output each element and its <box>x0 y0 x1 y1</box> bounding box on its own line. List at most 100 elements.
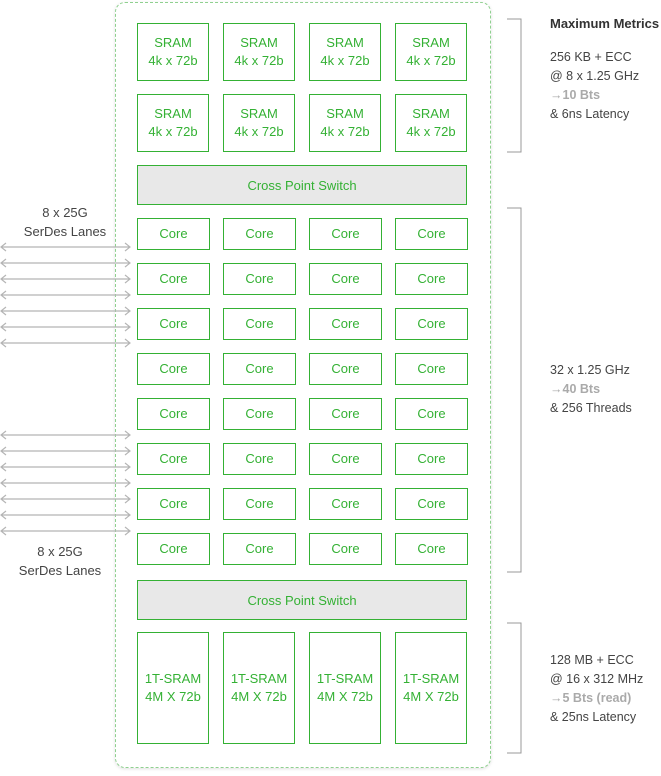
core-block: Core <box>223 443 296 475</box>
metrics-title: Maximum Metrics <box>550 16 660 31</box>
core-block-text-1: Core <box>159 541 188 556</box>
core-block: Core <box>395 218 468 250</box>
brackets <box>507 18 522 754</box>
core-block: Core <box>137 308 210 340</box>
sram-block-text-1: SRAM <box>326 106 364 121</box>
core-block-text-1: Core <box>159 451 188 466</box>
sram-block-text-2: 4k x 72b <box>234 124 284 139</box>
core-block: Core <box>395 443 468 475</box>
sram-block-text-1: SRAM <box>240 106 278 121</box>
bracket-cores <box>507 207 522 573</box>
serdes-lane-arrow <box>0 258 131 268</box>
tsram-block-text-2: 4M X 72b <box>231 689 287 704</box>
core-block-text-1: Core <box>159 226 188 241</box>
core-block-text-1: Core <box>417 361 446 376</box>
sram-block-text-1: SRAM <box>326 35 364 50</box>
core-block-text-1: Core <box>417 451 446 466</box>
core-block: Core <box>309 488 382 520</box>
serdes-lane-arrow <box>0 462 131 472</box>
bracket-sram <box>507 18 522 153</box>
core-block-text-1: Core <box>417 406 446 421</box>
core-block: Core <box>137 488 210 520</box>
serdes-lane-arrow <box>0 494 131 504</box>
core-block: Core <box>223 533 296 565</box>
core-block-text-1: Core <box>331 406 360 421</box>
core-block: Core <box>223 488 296 520</box>
sram-block-text-1: SRAM <box>154 35 192 50</box>
metric-sram-capacity: 256 KB + ECC <box>550 50 632 64</box>
serdes-lane-arrow <box>0 242 131 252</box>
core-block: Core <box>137 398 210 430</box>
sram-block-text-2: 4k x 72b <box>234 53 284 68</box>
core-block: Core <box>395 353 468 385</box>
core-block: Core <box>395 488 468 520</box>
sram-block-text-1: SRAM <box>412 106 450 121</box>
metric-sram-bandwidth: →10 Bts <box>550 86 639 105</box>
sram-block-text-2: 4k x 72b <box>406 53 456 68</box>
metric-sram-clock: @ 8 x 1.25 GHz <box>550 69 640 83</box>
serdes-label-top: 8 x 25G SerDes Lanes <box>20 203 110 241</box>
chip-outline <box>115 2 491 768</box>
tsram-block-text-2: 4M X 72b <box>317 689 373 704</box>
core-block: Core <box>309 533 382 565</box>
core-block-text-1: Core <box>331 541 360 556</box>
core-block-text-1: Core <box>245 316 274 331</box>
core-block: Core <box>395 263 468 295</box>
serdes-lane-arrow <box>0 338 131 348</box>
core-block-text-1: Core <box>417 316 446 331</box>
sram-block: SRAM 4k x 72b <box>309 94 381 152</box>
serdes-lane-arrow <box>0 430 131 440</box>
serdes-top-line1: 8 x 25G <box>42 205 88 220</box>
serdes-top-line2: SerDes Lanes <box>23 224 107 239</box>
serdes-lane-arrow <box>0 274 131 284</box>
sram-block: SRAM 4k x 72b <box>395 94 467 152</box>
core-block: Core <box>137 263 210 295</box>
tsram-block-text-1: 1T-SRAM <box>144 671 202 686</box>
sram-block-text-2: 4k x 72b <box>406 124 456 139</box>
core-block: Core <box>223 398 296 430</box>
serdes-lane-arrow <box>0 478 131 488</box>
core-block: Core <box>309 218 382 250</box>
cross-point-switch-top: Cross Point Switch <box>137 165 467 205</box>
metric-tsram-bw-value: 5 Bts (read) <box>562 691 632 705</box>
core-block-text-1: Core <box>159 496 188 511</box>
core-block-text-1: Core <box>159 361 188 376</box>
core-block-text-1: Core <box>417 226 446 241</box>
tsram-block-text-1: 1T-SRAM <box>316 671 374 686</box>
serdes-lane-arrow <box>0 306 131 316</box>
switch-label: Cross Point Switch <box>247 592 357 608</box>
metric-tsram-latency: & 25ns Latency <box>550 710 637 724</box>
tsram-block-text-2: 4M X 72b <box>145 689 201 704</box>
core-block-text-1: Core <box>331 361 360 376</box>
bracket-tsram <box>507 622 522 754</box>
core-block-text-1: Core <box>159 406 188 421</box>
core-block: Core <box>395 533 468 565</box>
right-arrow-icon: → <box>550 691 563 705</box>
core-block: Core <box>223 308 296 340</box>
metric-sram-bw-value: 10 Bts <box>562 88 601 102</box>
core-block-text-1: Core <box>245 451 274 466</box>
core-block: Core <box>137 443 210 475</box>
metric-cores-bw-value: 40 Bts <box>562 382 601 396</box>
core-block-text-1: Core <box>245 271 274 286</box>
serdes-arrows <box>0 242 131 536</box>
core-block-text-1: Core <box>159 271 188 286</box>
serdes-lane-arrow <box>0 526 131 536</box>
switch-label: Cross Point Switch <box>247 177 357 193</box>
core-block-text-1: Core <box>245 226 274 241</box>
sram-block-text-2: 4k x 72b <box>148 124 198 139</box>
serdes-lane-arrow <box>0 322 131 332</box>
metric-tsram-clock: @ 16 x 312 MHz <box>550 672 644 686</box>
core-block: Core <box>137 218 210 250</box>
sram-block-text-2: 4k x 72b <box>320 124 370 139</box>
right-arrow-icon: → <box>550 88 563 102</box>
metrics-sram: 256 KB + ECC @ 8 x 1.25 GHz →10 Bts & 6n… <box>550 48 639 124</box>
core-block-text-1: Core <box>417 271 446 286</box>
right-arrow-icon: → <box>550 382 563 396</box>
